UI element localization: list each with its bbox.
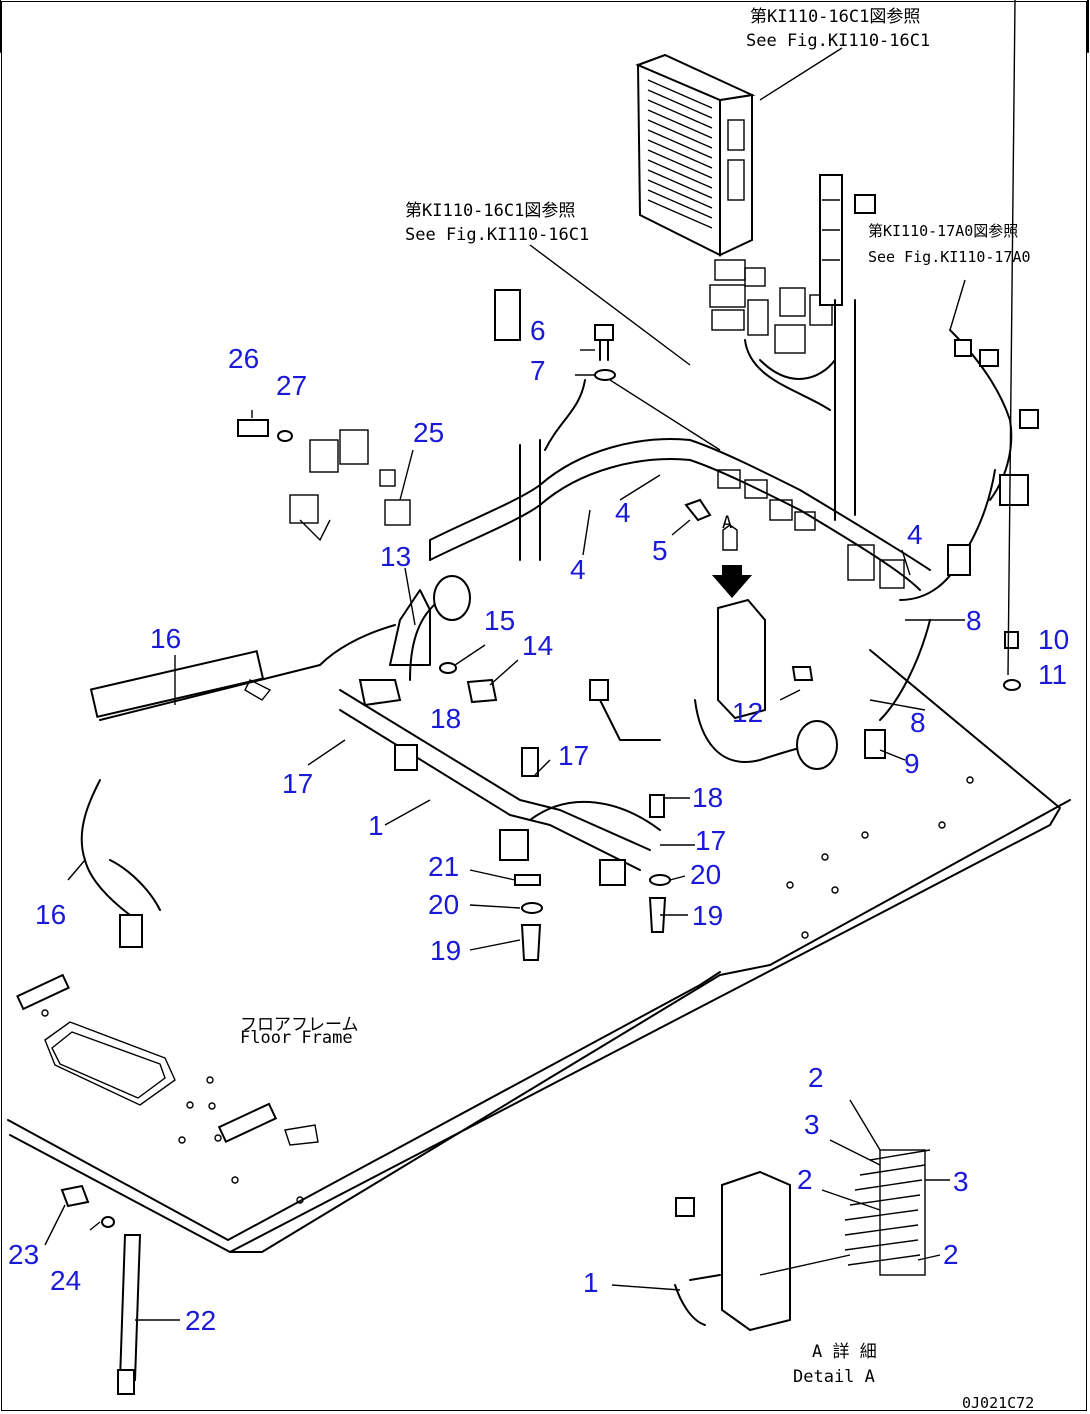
detail-a-en: Detail A: [793, 1367, 875, 1387]
part-label-20a: 20: [428, 889, 459, 920]
part-label-21: 21: [428, 851, 459, 882]
part-label-17a: 17: [558, 740, 589, 771]
ref-top-jp: 第KI110-16C1図参照: [750, 7, 920, 27]
part-label-10: 10: [1038, 624, 1069, 655]
floor-frame-plate: [0, 0, 1089, 1253]
arrow-a-label: A: [722, 513, 732, 533]
fastener-parts: [60, 324, 1021, 1395]
part-label-15: 15: [484, 605, 515, 636]
part-label-4b: 4: [570, 554, 586, 585]
part-label-14: 14: [522, 630, 553, 661]
part-label-16b: 16: [35, 899, 66, 930]
part-label-3b: 3: [953, 1166, 969, 1197]
detail-a: [674, 1149, 931, 1332]
leader-lines: [44, 0, 1016, 1321]
part-label-8a: 8: [966, 605, 982, 636]
reference-notes: 第KI110-16C1図参照 See Fig.KI110-16C1 第KI110…: [240, 7, 1034, 1412]
part-label-27: 27: [276, 370, 307, 401]
part-label-18b: 18: [692, 782, 723, 813]
part-number-labels: 6 7 26 27 25 4 4 4 5 13 16 15 14 8 10 11…: [8, 315, 1069, 1336]
part-label-12: 12: [732, 697, 763, 728]
part-label-17b: 17: [282, 768, 313, 799]
ref-right-jp: 第KI110-17A0図参照: [868, 222, 1018, 240]
view-arrow-a: A: [712, 513, 752, 598]
part-label-5: 5: [652, 535, 668, 566]
part-label-2c: 2: [943, 1239, 959, 1270]
part-label-19a: 19: [430, 935, 461, 966]
floor-frame-jp: フロアフレーム: [240, 1015, 359, 1035]
part-label-23: 23: [8, 1239, 39, 1270]
part-label-25: 25: [413, 417, 444, 448]
part-label-16a: 16: [150, 623, 181, 654]
part-label-11: 11: [1038, 659, 1067, 690]
part-label-4c: 4: [907, 519, 923, 550]
controller-unit: [635, 53, 876, 354]
part-label-13: 13: [380, 541, 411, 572]
part-label-4a: 4: [615, 497, 631, 528]
connector-cluster-left: [289, 429, 411, 542]
part-label-18a: 18: [430, 703, 461, 734]
part-label-8b: 8: [910, 707, 926, 738]
part-label-2b: 2: [797, 1164, 813, 1195]
part-label-7: 7: [530, 355, 546, 386]
part-label-26: 26: [228, 343, 259, 374]
drawing-code: 0J021C72: [962, 1394, 1034, 1412]
ref-right-en: See Fig.KI110-17A0: [868, 248, 1031, 266]
main-trunk-harness: [80, 289, 1039, 948]
part-label-20b: 20: [690, 859, 721, 890]
ref-mid-en: See Fig.KI110-16C1: [405, 225, 589, 245]
ref-top-en: See Fig.KI110-16C1: [746, 31, 930, 51]
part-label-19b: 19: [692, 900, 723, 931]
ref-mid-jp: 第KI110-16C1図参照: [405, 201, 575, 221]
part-label-2a: 2: [808, 1062, 824, 1093]
part-label-17c: 17: [695, 825, 726, 856]
part-label-3a: 3: [804, 1109, 820, 1140]
plate-holes: [41, 776, 974, 1204]
part-label-1a: 1: [368, 810, 384, 841]
part-label-24: 24: [50, 1265, 81, 1296]
part-label-22: 22: [185, 1305, 216, 1336]
floor-frame-en: Floor Frame: [240, 1028, 353, 1048]
detail-a-jp: A 詳 細: [812, 1342, 877, 1362]
part-label-6: 6: [530, 315, 546, 346]
part-label-1b: 1: [583, 1267, 599, 1298]
part-label-9: 9: [904, 748, 920, 779]
